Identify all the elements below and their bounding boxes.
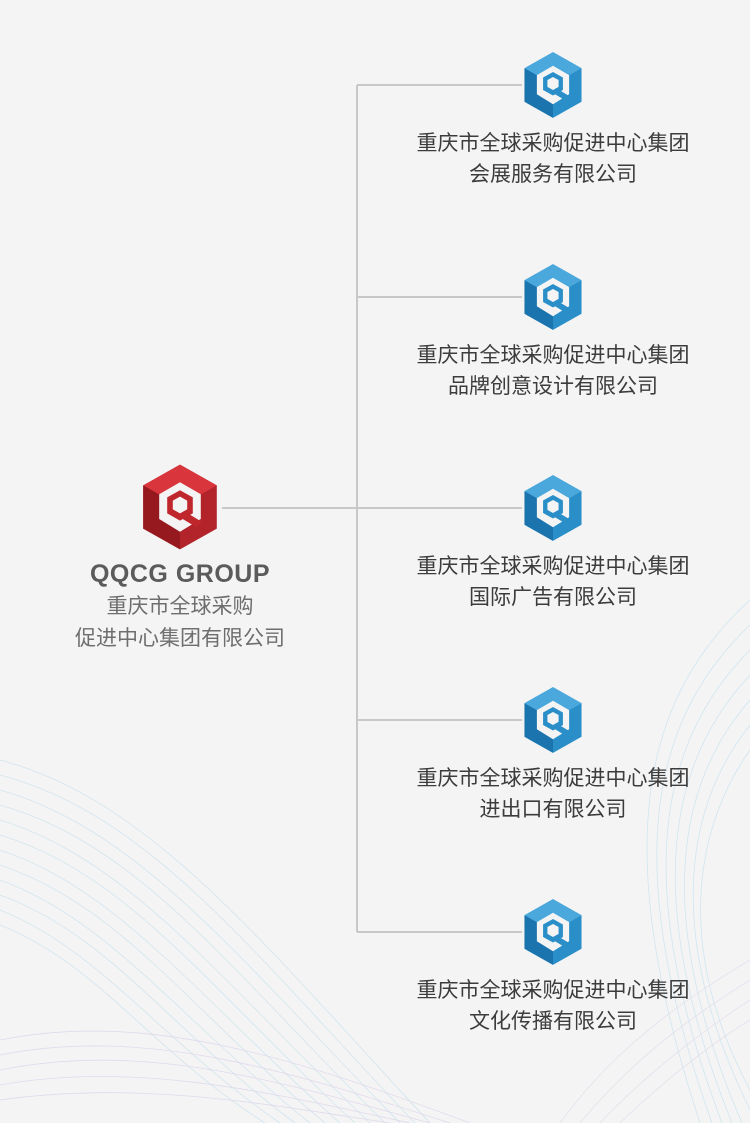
qqcg-logo-blue-icon [524, 687, 582, 753]
qqcg-logo-red-icon [143, 464, 217, 550]
parent-name-line2: 促进中心集团有限公司 [75, 626, 285, 650]
subsidiary-1: 重庆市全球采购促进中心集团 会展服务有限公司 [378, 50, 728, 190]
subsidiary-name-line1: 重庆市全球采购促进中心集团 [416, 343, 690, 367]
subsidiary-name-line1: 重庆市全球采购促进中心集团 [416, 131, 690, 155]
subsidiary-name-line2: 品牌创意设计有限公司 [448, 374, 658, 398]
subsidiary-name-line2: 文化传播有限公司 [469, 1009, 637, 1033]
subsidiary-name-line2: 国际广告有限公司 [469, 585, 637, 609]
subsidiary-name-line1: 重庆市全球采购促进中心集团 [416, 554, 690, 578]
qqcg-logo-blue-icon [524, 52, 582, 118]
group-brand-name: QQCG GROUP [89, 560, 270, 588]
subsidiary-3: 重庆市全球采购促进中心集团 国际广告有限公司 [378, 473, 728, 613]
subsidiary-name-line1: 重庆市全球采购促进中心集团 [416, 766, 690, 790]
parent-name-line1: 重庆市全球采购 [106, 594, 254, 618]
subsidiary-4: 重庆市全球采购促进中心集团 进出口有限公司 [378, 685, 728, 825]
qqcg-logo-blue-icon [524, 264, 582, 330]
parent-company: QQCG GROUP 重庆市全球采购 促进中心集团有限公司 [40, 462, 320, 653]
subsidiary-2: 重庆市全球采购促进中心集团 品牌创意设计有限公司 [378, 262, 728, 402]
qqcg-logo-blue-icon [524, 475, 582, 541]
qqcg-logo-blue-icon [524, 899, 582, 965]
subsidiary-name-line2: 进出口有限公司 [479, 797, 627, 821]
subsidiary-name-line2: 会展服务有限公司 [469, 162, 637, 186]
subsidiary-name-line1: 重庆市全球采购促进中心集团 [416, 978, 690, 1002]
subsidiary-5: 重庆市全球采购促进中心集团 文化传播有限公司 [378, 897, 728, 1037]
